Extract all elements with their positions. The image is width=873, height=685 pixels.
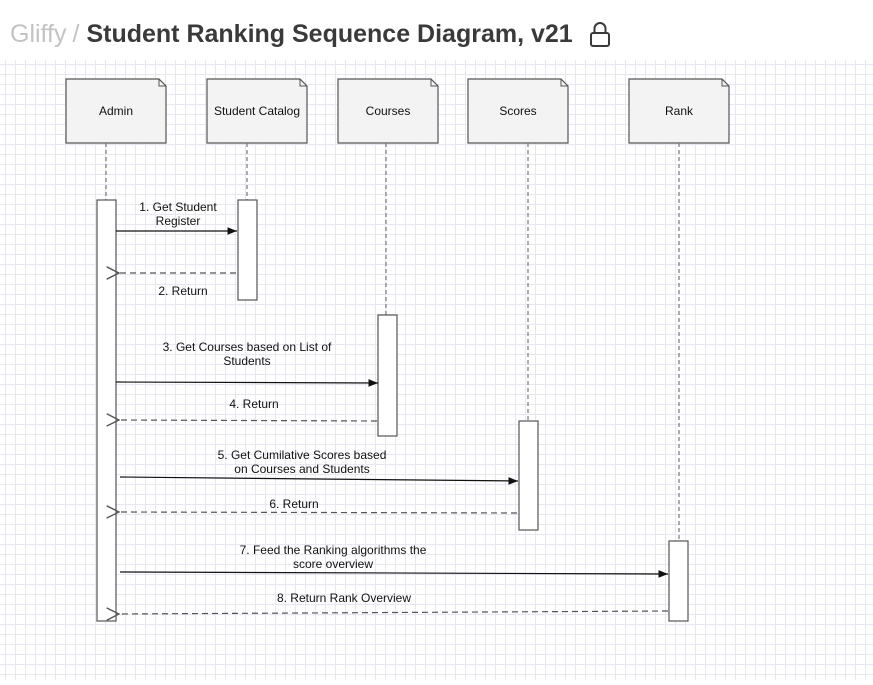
participant-label: Scores xyxy=(499,104,536,118)
message-3[interactable]: 3. Get Courses based on List of Students xyxy=(115,340,379,387)
header-bar: Gliffy / Student Ranking Sequence Diagra… xyxy=(0,0,873,60)
message-6[interactable]: 6. Return xyxy=(119,497,518,513)
message-label: 7. Feed the Ranking algorithms the xyxy=(240,543,427,557)
message-label: Students xyxy=(223,354,270,368)
breadcrumb-separator: / xyxy=(72,20,80,48)
activation-admin[interactable] xyxy=(96,199,117,622)
message-4[interactable]: 4. Return xyxy=(119,397,378,421)
message-label: 2. Return xyxy=(158,284,207,298)
app-name-link[interactable]: Gliffy xyxy=(10,20,67,48)
sequence-diagram: Admin Student Catalog Courses Scores Ran… xyxy=(65,78,730,622)
diagram-canvas[interactable]: Admin Student Catalog Courses Scores Ran… xyxy=(0,60,873,680)
message-7[interactable]: 7. Feed the Ranking algorithms the score… xyxy=(119,543,669,578)
message-label: 6. Return xyxy=(269,497,318,511)
participant-admin[interactable]: Admin xyxy=(65,78,167,144)
participant-rank[interactable]: Rank xyxy=(628,78,730,144)
activation-scores[interactable] xyxy=(518,420,539,531)
participant-student-catalog[interactable]: Student Catalog xyxy=(206,78,308,144)
message-label: 4. Return xyxy=(229,397,278,411)
participant-scores[interactable]: Scores xyxy=(467,78,569,144)
message-5[interactable]: 5. Get Cumilative Scores based on Course… xyxy=(119,448,519,485)
lock-icon[interactable] xyxy=(589,19,611,49)
participant-label: Admin xyxy=(99,104,133,118)
message-label: 8. Return Rank Overview xyxy=(277,591,411,605)
message-label: 5. Get Cumilative Scores based xyxy=(218,448,387,462)
activation-catalog[interactable] xyxy=(237,199,258,301)
message-2[interactable]: 2. Return xyxy=(119,273,236,298)
message-label: on Courses and Students xyxy=(234,462,369,476)
participant-label: Rank xyxy=(665,104,694,118)
document-title[interactable]: Student Ranking Sequence Diagram, v21 xyxy=(86,20,573,48)
message-label: score overview xyxy=(293,557,373,571)
message-label: Register xyxy=(156,214,201,228)
participant-courses[interactable]: Courses xyxy=(337,78,439,144)
message-1[interactable]: 1. Get Student Register xyxy=(116,200,237,235)
participant-label: Courses xyxy=(366,104,411,118)
message-label: 1. Get Student xyxy=(139,200,217,214)
message-8[interactable]: 8. Return Rank Overview xyxy=(119,591,669,614)
breadcrumb: Gliffy / Student Ranking Sequence Diagra… xyxy=(10,17,611,51)
participant-label: Student Catalog xyxy=(214,104,300,118)
activation-courses[interactable] xyxy=(377,314,398,437)
activation-rank[interactable] xyxy=(668,540,689,622)
message-label: 3. Get Courses based on List of xyxy=(163,340,332,354)
